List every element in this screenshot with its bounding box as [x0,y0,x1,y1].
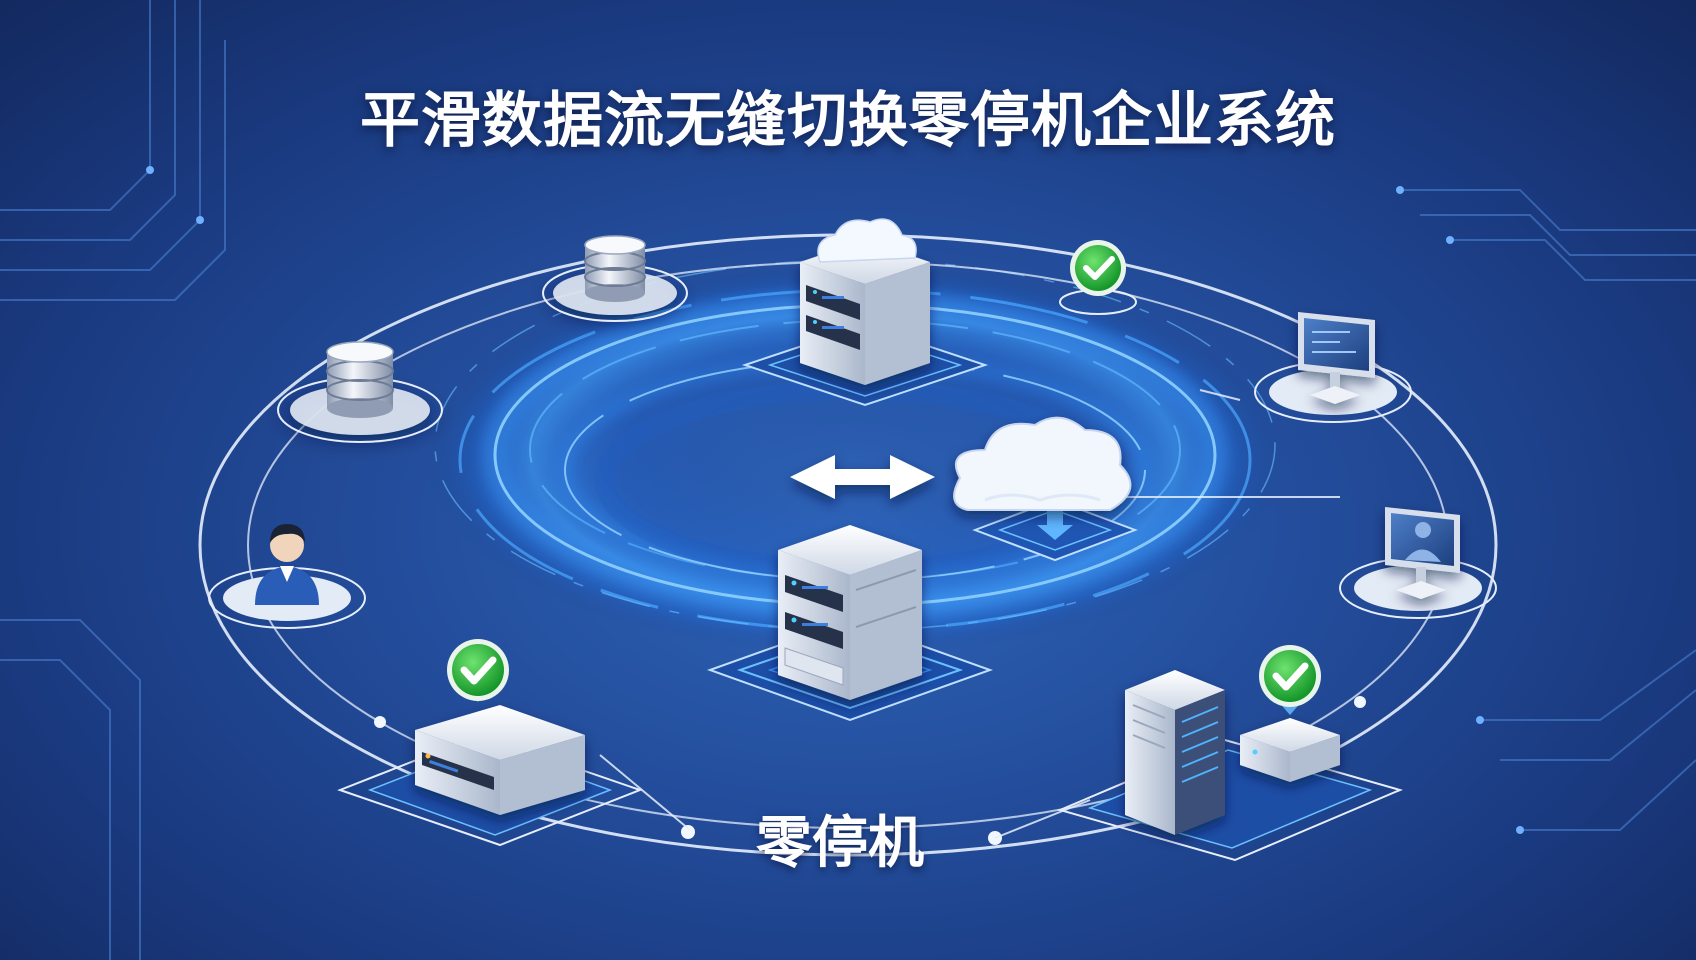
circuit-nodes [146,166,1524,834]
user-icon [255,524,319,605]
server-node-bottom-right [1057,738,1403,862]
server-icon [415,705,585,815]
check-badge-icon [1259,645,1321,715]
cloud-node [972,498,1138,562]
check-badge-icon [1059,240,1137,315]
server-icon [1240,718,1340,782]
cloud-icon [953,416,1132,511]
monitor-icon [1385,507,1460,599]
cloud-icon [817,218,917,263]
database-icon [584,235,646,302]
tower-server-icon [1125,670,1225,835]
server-icon [778,525,922,700]
bidirectional-arrow-icon [790,455,935,499]
monitor-icon [1298,312,1375,404]
database-icon [326,341,394,418]
zero-downtime-caption: 零停机 [756,811,924,876]
link-lines [599,389,1340,839]
server-icon [800,240,930,385]
diagram-title: 平滑数据流无缝切换零停机企业系统 [360,86,1336,156]
check-badge-icon [447,639,509,702]
